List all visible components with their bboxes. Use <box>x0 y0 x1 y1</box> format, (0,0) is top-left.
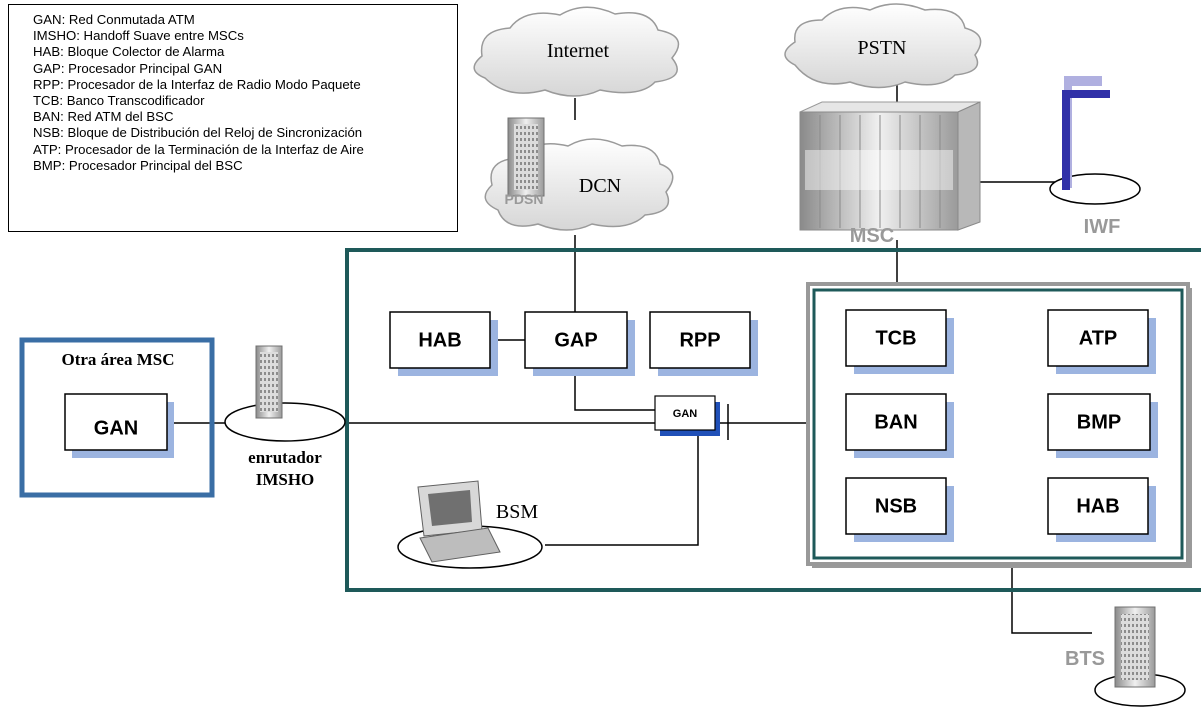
msc-label: MSC <box>850 225 894 247</box>
tcb-block: TCB <box>845 309 954 374</box>
bmp-label: BMP <box>1077 411 1121 433</box>
tcb-label: TCB <box>875 327 916 349</box>
hab-right-label: HAB <box>1076 495 1119 517</box>
bsm-workstation: BSM <box>397 480 543 569</box>
gan-switch-label: GAN <box>673 408 698 420</box>
rpp-label: RPP <box>679 329 720 351</box>
bsm-label: BSM <box>496 501 538 523</box>
link-gap-gan <box>574 368 655 411</box>
msc-switch: MSC <box>799 101 981 247</box>
gan-other-area-label: GAN <box>94 417 138 439</box>
other-msc-area-frame <box>19 337 215 498</box>
iwf-label: IWF <box>1084 216 1121 238</box>
gan-switch-block: GAN <box>654 395 720 436</box>
bsc-core-frame-inner <box>812 288 1184 560</box>
gan-other-area-block: GAN <box>64 393 174 458</box>
legend-item-tcb: TCB: Banco Transcodificador <box>33 93 205 109</box>
legend-item-gan: GAN: Red Conmutada ATM <box>33 12 195 27</box>
hab-left-block: HAB <box>389 311 498 376</box>
bts-unit: BTS <box>1065 606 1186 707</box>
link-gan-bsm <box>545 432 699 546</box>
legend-item-gap: GAP: Procesador Principal GAN <box>33 60 223 76</box>
ban-label: BAN <box>874 411 917 433</box>
gap-label: GAP <box>554 329 597 351</box>
dcn-label: DCN <box>579 175 621 197</box>
imsho-router: enrutador IMSHO <box>224 345 346 489</box>
legend-box: GAN: Red Conmutada ATM IMSHO: Handoff Su… <box>8 4 458 232</box>
legend-item-bmp: BMP: Procesador Principal del BSC <box>33 157 243 173</box>
other-area-title: Otra área MSC <box>62 350 175 369</box>
bts-label: BTS <box>1065 648 1105 670</box>
rpp-block: RPP <box>649 311 758 376</box>
atp-block: ATP <box>1047 309 1156 374</box>
nsb-label: NSB <box>875 495 917 517</box>
bmp-block: BMP <box>1047 393 1158 458</box>
internet-label: Internet <box>547 40 610 62</box>
hab-right-block: HAB <box>1047 477 1156 542</box>
legend-item-ban: BAN: Red ATM del BSC <box>33 109 174 125</box>
legend-item-atp: ATP: Procesador de la Terminación de la … <box>33 141 364 157</box>
legend-item-imsho: IMSHO: Handoff Suave entre MSCs <box>33 28 244 44</box>
atp-label: ATP <box>1079 327 1118 349</box>
pdsn-label: PDSN <box>505 191 544 207</box>
hab-left-label: HAB <box>418 329 461 351</box>
internet-cloud: Internet <box>473 6 680 97</box>
legend-item-hab: HAB: Bloque Colector de Alarma <box>33 44 225 60</box>
router-label-line1: enrutador <box>248 448 322 467</box>
iwf-unit: IWF <box>1049 76 1141 238</box>
gap-block: GAP <box>524 311 635 376</box>
pstn-label: PSTN <box>858 37 907 59</box>
nsb-block: NSB <box>845 477 954 542</box>
ban-block: BAN <box>845 393 954 458</box>
legend-item-rpp: RPP: Procesador de la Interfaz de Radio … <box>33 76 361 92</box>
router-label-line2: IMSHO <box>256 470 315 489</box>
pstn-cloud: PSTN <box>784 3 982 89</box>
pdsn-server: PDSN <box>505 117 545 207</box>
bsc-frame <box>345 248 1201 592</box>
legend-item-nsb: NSB: Bloque de Distribución del Reloj de… <box>33 125 363 141</box>
